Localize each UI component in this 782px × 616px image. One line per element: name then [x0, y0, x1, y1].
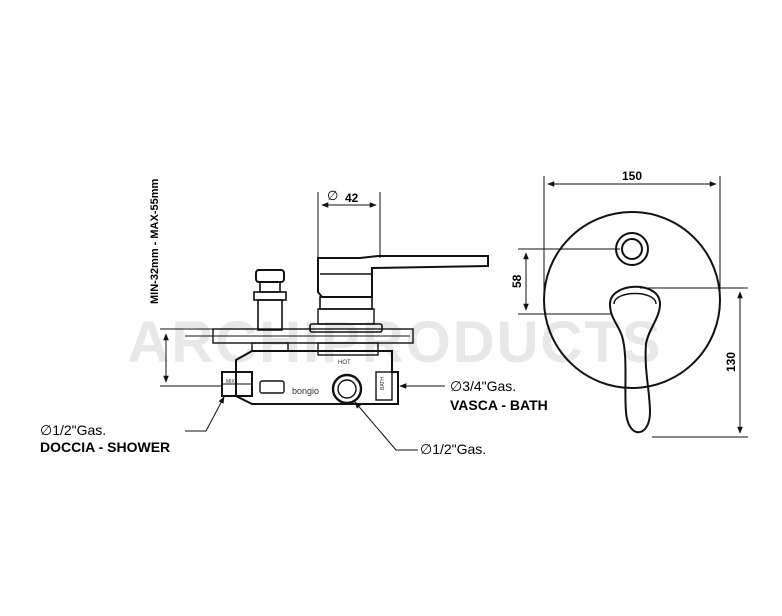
brand-mark: bongio [292, 386, 319, 396]
mixer-lever-front [608, 285, 662, 434]
diverter-offset-value: 58 [510, 274, 524, 288]
bath-connection-size: ∅3/4"Gas. [450, 378, 516, 394]
plate-width-value: 150 [622, 169, 642, 183]
total-height-dimension [640, 287, 748, 438]
bath-outlet [375, 371, 393, 401]
port-label-mix: MIX [226, 379, 236, 385]
shower-connection-size: ∅1/2"Gas. [40, 422, 106, 438]
bath-connection-name: VASCA - BATH [450, 397, 548, 413]
handle-diameter-symbol: ∅ [327, 188, 338, 203]
diverter-knob-front [615, 232, 649, 266]
supply-leader [354, 401, 418, 451]
shower-connection-name: DOCCIA - SHOWER [40, 439, 170, 455]
plate-width-dimension [543, 176, 721, 300]
port-label-bath: BATH [380, 377, 386, 390]
diverter-offset-dimension [518, 248, 620, 315]
total-height-value: 130 [724, 352, 738, 372]
port-label-hot: HOT [338, 360, 351, 366]
handle-diameter-dimension [317, 192, 381, 258]
depth-range-label: MIN-32mm - MAX-55mm [149, 178, 161, 304]
hot-inlet [331, 373, 363, 405]
handle-stem [319, 296, 373, 310]
valve-body [235, 350, 399, 405]
shower-leader [185, 396, 225, 432]
shower-outlet [221, 371, 253, 397]
handle-diameter-value: 42 [345, 191, 359, 205]
diverter-knob [255, 269, 285, 283]
lever-handle [317, 255, 489, 298]
side-view [185, 255, 489, 405]
depth-dimension [160, 328, 230, 387]
supply-connection-size: ∅1/2"Gas. [420, 441, 486, 457]
cover-plate [212, 328, 414, 344]
